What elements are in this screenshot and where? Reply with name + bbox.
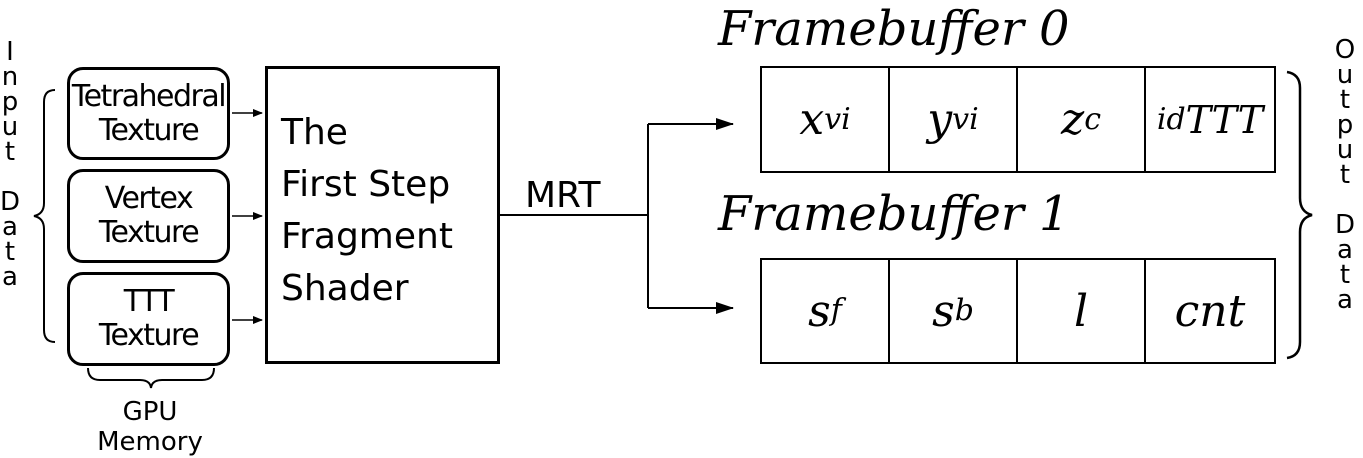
cell-base: z (1061, 94, 1085, 145)
first-step-fragment-shader-box: The First Step Fragment Shader (265, 66, 500, 364)
input-label-char: I (6, 37, 14, 67)
output-label-char: t (1339, 260, 1351, 290)
framebuffer1-cell-l: l (1018, 260, 1146, 362)
framebuffer0-title: Framebuffer 0 (718, 1, 1070, 57)
input-brace (33, 89, 56, 343)
output-label-char: a (1337, 285, 1353, 315)
ttt-texture-box: TTT Texture (67, 272, 230, 366)
shader-label-line1: The (281, 112, 348, 153)
output-label-char: D (1334, 210, 1356, 240)
cell-base: l (1073, 285, 1089, 337)
vertex-texture-box: Vertex Texture (67, 169, 230, 263)
output-label-char: t (1339, 85, 1351, 115)
texture-label-line2: Texture (98, 215, 200, 250)
shader-label-line2: First Step (281, 164, 451, 205)
texture-label-line1: TTT (123, 284, 175, 319)
output-label-char: a (1337, 235, 1353, 265)
cell-base: x (799, 94, 825, 145)
input-label-char: n (1, 62, 19, 92)
input-label-char: u (1, 112, 19, 142)
texture-label-line2: Texture (98, 318, 200, 353)
cell-base: s (932, 285, 955, 337)
input-label-char: t (4, 237, 16, 267)
gpu-memory-label: GPU Memory (70, 397, 230, 457)
gpu-memory-line1: GPU (122, 397, 178, 427)
framebuffer1-cell-cnt: cnt (1146, 260, 1274, 362)
texture-label-line1: Tetrahedral (71, 78, 227, 114)
output-label-char: p (1336, 110, 1354, 140)
cell-base: TTT (1185, 97, 1264, 142)
mrt-label: MRT (525, 175, 601, 216)
cell-base: cnt (1174, 285, 1246, 337)
framebuffer1-title: Framebuffer 1 (718, 186, 1070, 242)
input-label-char: t (4, 137, 16, 167)
output-label-char: u (1336, 60, 1354, 90)
shader-label-line4: Shader (281, 268, 409, 309)
output-label-char: O (1334, 35, 1356, 65)
output-brace (1286, 70, 1313, 360)
input-label-char: a (2, 262, 18, 292)
shader-label-line3: Fragment (281, 216, 453, 257)
output-label-char: t (1339, 160, 1351, 190)
input-label-char: p (1, 87, 19, 117)
cell-base: y (927, 94, 953, 145)
gpu-memory-brace (87, 367, 215, 389)
output-label-char: u (1336, 135, 1354, 165)
tetrahedral-texture-box: Tetrahedral Texture (67, 67, 230, 160)
texture-label-line2: Texture (98, 112, 200, 148)
input-label-char: a (2, 212, 18, 242)
gpu-memory-line2: Memory (97, 427, 203, 457)
input-label-char: D (0, 187, 21, 217)
input-data-label: I n p u t D a t a (0, 37, 21, 292)
cell-base: s (808, 285, 831, 337)
texture-label-line1: Vertex (104, 181, 194, 216)
output-data-label: O u t p u t D a t a (1330, 35, 1360, 315)
